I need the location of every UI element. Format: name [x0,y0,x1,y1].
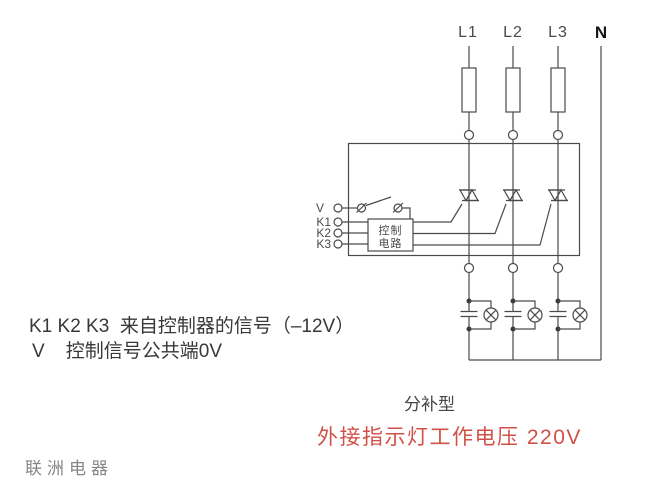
fuse-icon [505,67,521,113]
lamp-icon [527,307,543,323]
terminal-icon [463,262,475,274]
terminal-icon [333,228,343,238]
fuse-icon [550,67,566,113]
triac-icon [458,188,480,202]
capacitor-icon [460,310,478,318]
phase-branch-l2 [502,46,543,360]
fuse-icon [461,67,477,113]
note-signal-line: K1 K2 K3 来自控制器的信号（–12V） [29,316,355,337]
terminal-label-k2: K2 [316,226,331,240]
phase-branch-l3 [547,46,588,360]
gate-wire-1 [413,203,463,223]
brand-watermark: 联洲电器 [25,459,113,478]
phase-label-l3: L3 [548,24,568,41]
phase-label-l1: L1 [458,24,478,41]
triac-icon [547,188,569,202]
terminal-label-k3: K3 [316,237,331,251]
control-input-terminals [333,203,368,249]
device-outline-box [347,142,581,257]
gate-wire-2 [413,203,507,235]
terminal-icon [552,129,564,141]
lamp-icon [483,307,499,323]
terminal-icon [333,203,343,213]
terminal-icon [333,217,343,227]
terminal-icon [507,262,519,274]
capacitor-icon [504,310,522,318]
phase-branch-l1 [458,46,499,360]
terminal-icon [552,262,564,274]
gate-wire-3 [413,203,552,246]
terminal-icon [463,129,475,141]
terminal-icon [507,129,519,141]
indicator-voltage-note: 外接指示灯工作电压 220V [317,426,582,449]
switch-icon [356,196,411,219]
compensation-type-label: 分补型 [404,395,455,414]
capacitor-icon [549,310,567,318]
triac-icon [502,188,524,202]
lamp-icon [572,307,588,323]
control-box-label-line2: 电路 [378,238,403,250]
phase-label-l2: L2 [503,24,523,41]
control-box-label-line1: 控制 [378,225,403,237]
terminal-icon [333,239,343,249]
terminal-label-v: V [315,201,324,215]
note-common-line: V 控制信号公共端0V [32,341,223,362]
terminal-label-k1: K1 [316,215,331,229]
control-circuit-box [367,218,414,252]
neutral-label: N [594,23,608,42]
